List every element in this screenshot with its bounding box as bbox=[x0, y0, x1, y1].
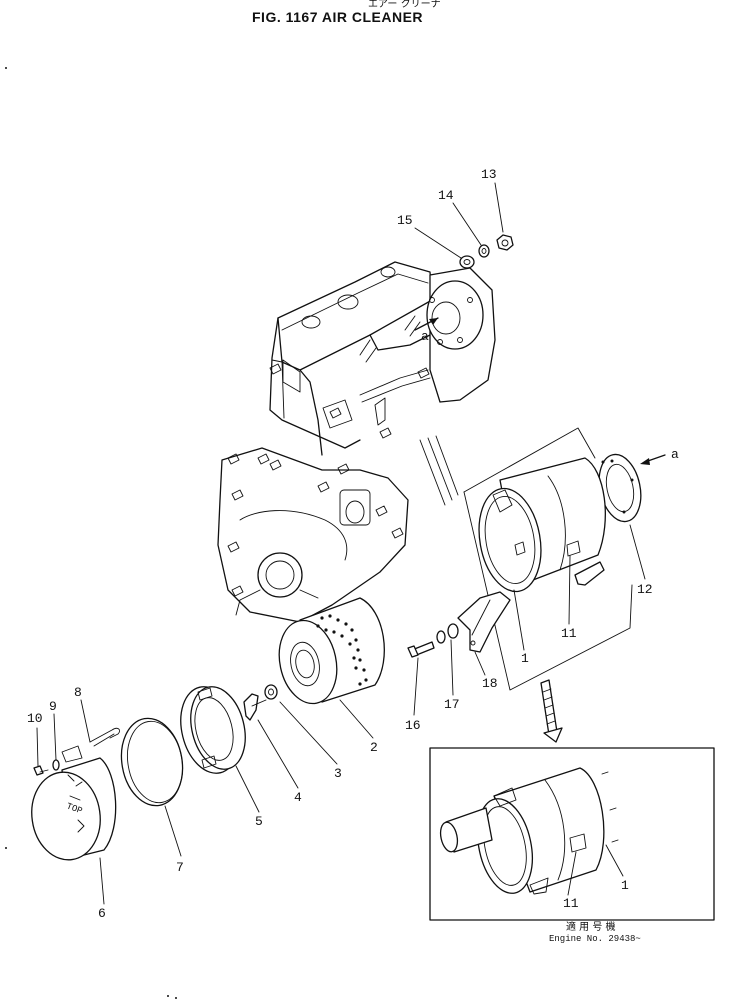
wing-nut-4 bbox=[243, 693, 267, 721]
part-label-12: 12 bbox=[637, 582, 653, 597]
part-label-1: 1 bbox=[521, 651, 529, 666]
engine-number-note: Engine No. 29438~ bbox=[549, 934, 641, 944]
washer-9 bbox=[52, 759, 60, 771]
washer-3 bbox=[264, 684, 278, 700]
part-label-2: 2 bbox=[370, 740, 378, 755]
nut-13 bbox=[496, 234, 514, 251]
part-label-11-detail: 11 bbox=[563, 896, 579, 911]
part-label-1-detail: 1 bbox=[621, 878, 629, 893]
washer-14 bbox=[478, 244, 490, 258]
part-number-labels: 13 14 15 12 11 1 18 17 16 2 3 4 5 7 6 8 … bbox=[27, 167, 653, 921]
engine-block: a bbox=[217, 261, 496, 623]
detail-leader-lines bbox=[567, 844, 624, 896]
bolt-10 bbox=[33, 765, 49, 776]
part-label-11: 11 bbox=[561, 626, 577, 641]
part-label-8: 8 bbox=[74, 685, 82, 700]
part-label-9: 9 bbox=[49, 699, 57, 714]
bracket-18 bbox=[457, 591, 511, 653]
bolt-16 bbox=[407, 641, 435, 658]
ref-letter-a-engine: a bbox=[421, 329, 429, 344]
part-label-16: 16 bbox=[405, 718, 421, 733]
part-label-17: 17 bbox=[444, 697, 460, 712]
washer-17 bbox=[436, 623, 459, 644]
reference-down-arrow bbox=[540, 679, 563, 743]
scan-dot bbox=[5, 847, 7, 849]
scan-dot bbox=[5, 67, 7, 69]
part-label-7: 7 bbox=[176, 860, 184, 875]
band-7 bbox=[120, 717, 184, 807]
leader-lines bbox=[36, 182, 646, 905]
scan-dot bbox=[167, 995, 169, 997]
part-label-18: 18 bbox=[482, 676, 498, 691]
washer-15 bbox=[459, 255, 475, 269]
part-label-3: 3 bbox=[334, 766, 342, 781]
part-label-5: 5 bbox=[255, 814, 263, 829]
part-label-13: 13 bbox=[481, 167, 497, 182]
scan-dot bbox=[175, 997, 177, 999]
ref-letter-a-cleaner: a bbox=[671, 447, 679, 462]
part-label-6: 6 bbox=[98, 906, 106, 921]
applicability-detail-box bbox=[429, 747, 715, 921]
part-label-4: 4 bbox=[294, 790, 302, 805]
figure-subtitle-jp: エアー クリーナ bbox=[368, 0, 441, 10]
part-label-15: 15 bbox=[397, 213, 413, 228]
figure-title: FIG. 1167 AIR CLEANER bbox=[252, 9, 423, 25]
inner-cover-5 bbox=[180, 686, 246, 774]
filter-element-2 bbox=[278, 597, 385, 705]
part-label-10: 10 bbox=[27, 711, 43, 726]
air-cleaner-assembly-upper: a bbox=[463, 427, 679, 691]
dust-cup-6: TOP bbox=[31, 745, 117, 861]
clamp-8 bbox=[89, 727, 121, 747]
part-label-14: 14 bbox=[438, 188, 454, 203]
applicability-label-jp: 適 用 号 機 bbox=[566, 920, 616, 933]
